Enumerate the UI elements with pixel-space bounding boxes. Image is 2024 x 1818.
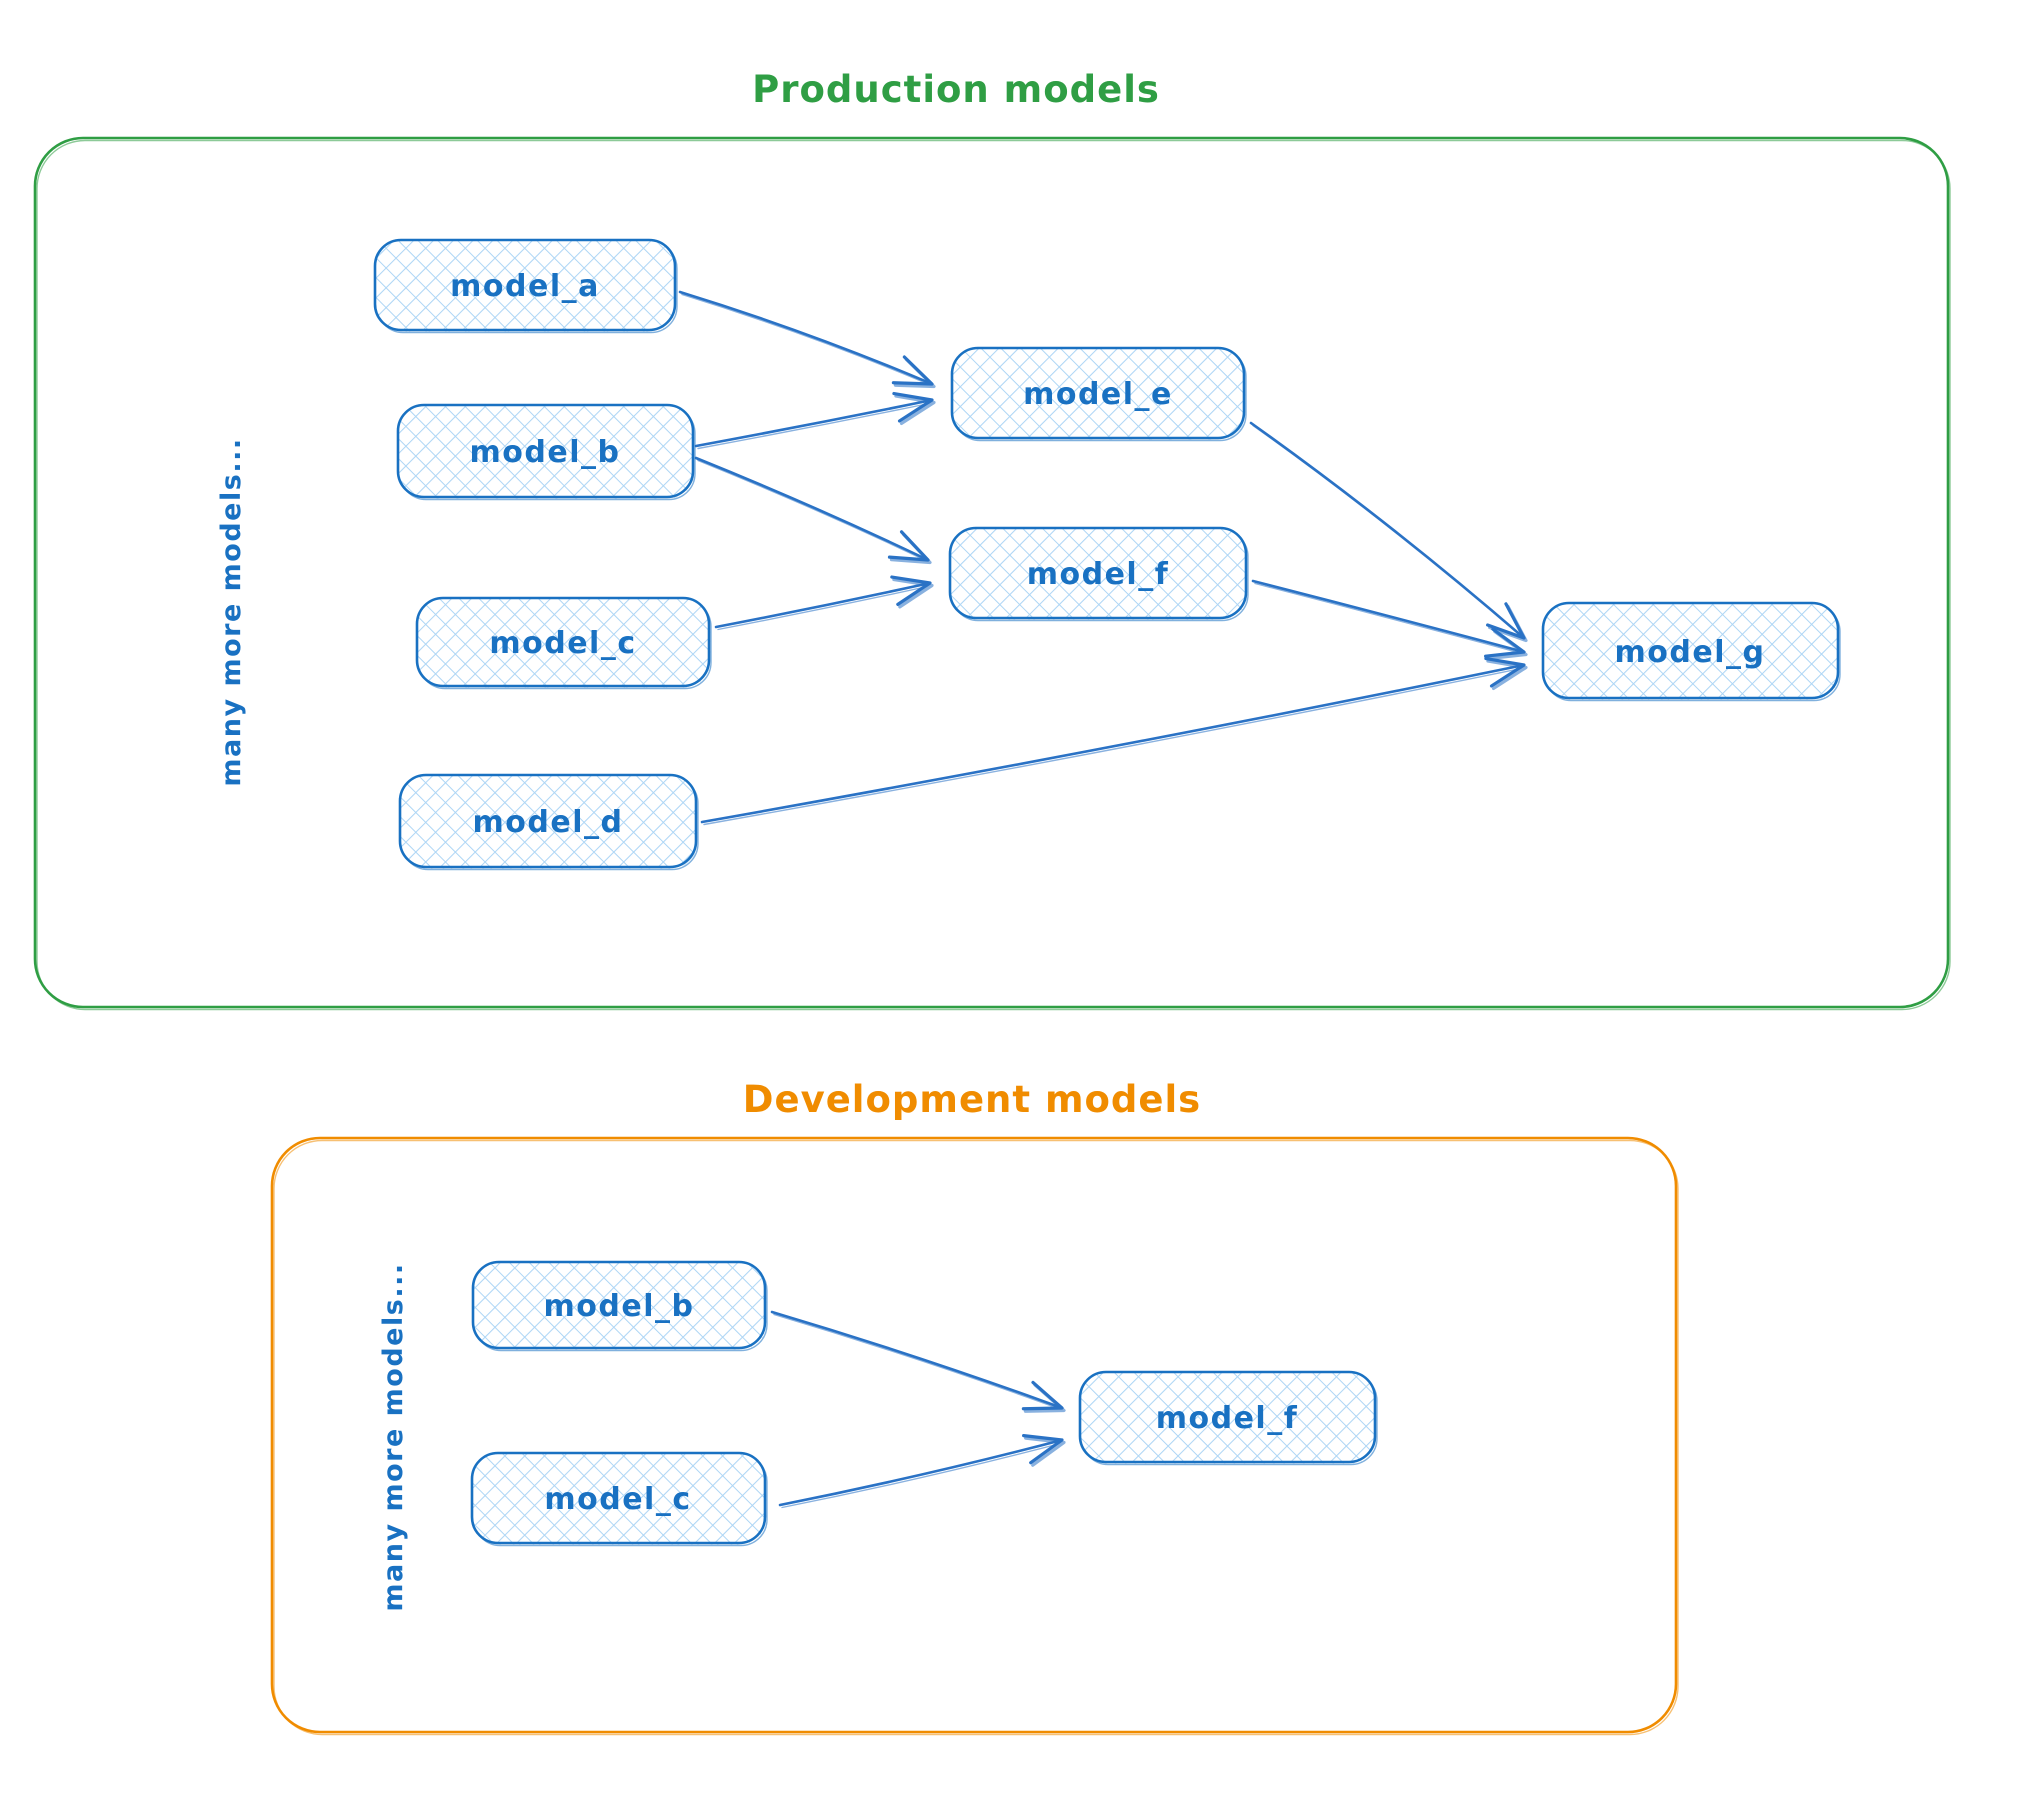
node-box-dev-model-f [1078, 1370, 1377, 1464]
node-box-model-d [398, 773, 698, 869]
node-label-model-e: model_e [1023, 377, 1173, 412]
node-label-dev-model-f: model_f [1156, 1401, 1299, 1436]
node-box-model-a [373, 238, 677, 332]
edge-model_b-to-model_f [694, 456, 930, 562]
node-model-g: model_g [1541, 601, 1841, 702]
node-label-model-a: model_a [450, 269, 600, 304]
node-dev-model-b: model_b [471, 1260, 768, 1352]
node-box-model-g [1541, 601, 1840, 700]
edge-dev-model_b-to-model_f [770, 1310, 1064, 1411]
node-label-dev-model-b: model_b [544, 1289, 695, 1324]
development-side-note: many more models... [378, 1262, 409, 1611]
production-title: Production models [752, 68, 1160, 111]
node-label-dev-model-c: model_c [544, 1482, 691, 1517]
node-box-model-f [948, 526, 1248, 620]
edge-model_a-to-model_e [678, 290, 934, 386]
development-section: Development models many more models... m… [270, 1078, 1679, 1736]
node-dev-model-c: model_c [470, 1451, 768, 1547]
node-label-model-b: model_b [470, 435, 621, 470]
node-model-a: model_a [373, 238, 678, 334]
node-model-c: model_c [415, 596, 712, 690]
node-dev-model-f: model_f [1078, 1370, 1378, 1466]
node-box-model-e [950, 346, 1246, 440]
edge-dev-model_c-to-model_f [778, 1434, 1064, 1507]
development-container [270, 1136, 1678, 1734]
node-label-model-d: model_d [473, 805, 624, 840]
production-side-note: many more models... [216, 437, 247, 786]
edge-model_b-to-model_e [694, 391, 934, 448]
node-model-e: model_e [950, 346, 1247, 442]
node-model-b: model_b [396, 403, 696, 501]
node-box-model-b [396, 403, 695, 499]
node-label-model-f: model_f [1027, 557, 1170, 592]
edge-model_f-to-model_g [1251, 579, 1526, 658]
edge-model_e-to-model_g [1249, 421, 1526, 640]
production-section: Production models many more models... mo… [33, 68, 1951, 1011]
edge-model_d-to-model_g [700, 656, 1526, 824]
node-label-model-g: model_g [1615, 635, 1766, 670]
node-box-dev-model-c [470, 1451, 767, 1545]
node-box-model-c [415, 596, 711, 688]
production-container [33, 136, 1950, 1009]
node-box-dev-model-b [471, 1260, 767, 1350]
development-title: Development models [743, 1078, 1201, 1121]
node-model-d: model_d [398, 773, 699, 871]
node-model-f: model_f [948, 526, 1249, 622]
edge-model_c-to-model_f [714, 575, 932, 629]
node-label-model-c: model_c [489, 626, 636, 661]
